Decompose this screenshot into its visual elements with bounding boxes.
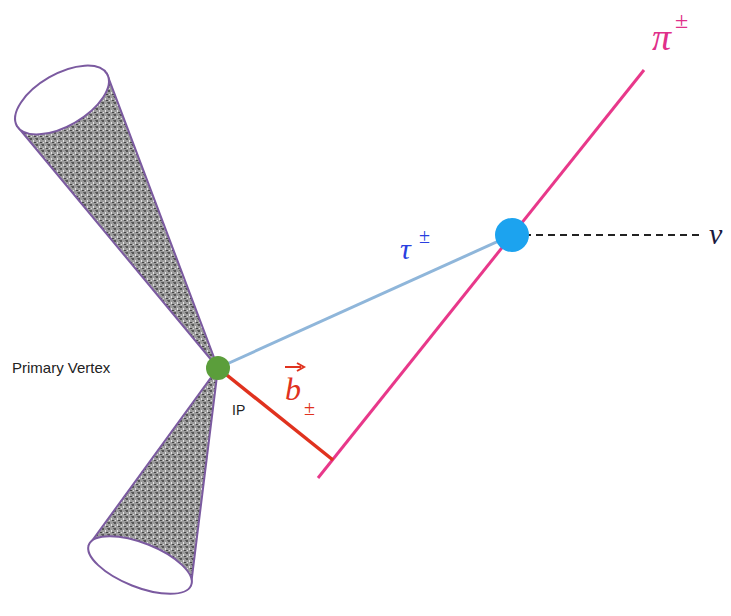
particle-label: τ: [400, 234, 411, 264]
charge-superscript: ±: [675, 8, 688, 32]
tau-track: [218, 235, 512, 368]
jet-cone: [4, 51, 218, 368]
decay-vertex: [495, 218, 529, 252]
particle-label: π: [652, 18, 671, 56]
impact-parameter: [218, 368, 333, 460]
vector-arrow: [285, 363, 304, 371]
pion-track: [318, 70, 644, 478]
particle-label: ν: [709, 219, 722, 249]
ip-label: IP: [232, 403, 245, 417]
vector-label: b: [285, 373, 301, 405]
charge-subscript: ±: [304, 398, 315, 418]
primary-vertex: [206, 356, 230, 380]
vertex-label: Primary Vertex: [12, 360, 110, 375]
jet-cone: [81, 368, 218, 606]
charge-superscript: ±: [419, 226, 430, 246]
neutrino-line: [512, 234, 703, 236]
